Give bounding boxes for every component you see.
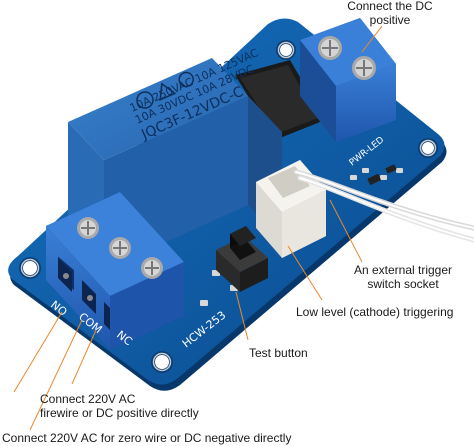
callout-lines — [13, 25, 383, 431]
annotation-trigger-socket-line-1: An external trigger — [353, 263, 453, 277]
annotation-test-button: Test button — [249, 346, 308, 360]
annotation-ac-firewire-line-1: Connect 220V AC — [40, 392, 136, 406]
annotation-trigger-socket-line-2: switch socket — [367, 277, 439, 291]
screw-icon — [109, 237, 131, 259]
screw-icon — [318, 36, 342, 60]
mounting-hole — [151, 351, 173, 373]
test-button — [216, 226, 268, 292]
ac-terminal-block — [46, 192, 184, 350]
mounting-hole — [19, 257, 41, 279]
annotation-low-level-trigger: Low level (cathode) triggering — [296, 305, 454, 319]
annotation-ac-firewire-line-2: firewire or DC positive directly — [40, 406, 199, 420]
mounting-hole — [276, 40, 296, 60]
screw-icon — [77, 217, 99, 239]
ic-chip — [235, 60, 325, 140]
trigger-socket — [256, 160, 326, 258]
annotation-ac-firewire: Connect 220V AC firewire or DC positive … — [40, 392, 199, 420]
screw-icon — [141, 257, 163, 279]
annotation-dc-positive-line-2: positive — [369, 13, 411, 27]
annotation-ac-zero-wire: Connect 220V AC for zero wire or DC nega… — [2, 431, 292, 445]
annotation-dc-positive: Connect the DC positive — [330, 0, 450, 27]
mounting-hole — [418, 138, 438, 158]
annotation-trigger-socket: An external trigger switch socket — [338, 263, 468, 291]
dc-terminal-block — [300, 18, 396, 142]
trigger-wires — [293, 169, 474, 243]
certification-icons — [136, 71, 194, 109]
annotation-dc-positive-line-1: Connect the DC — [347, 0, 433, 13]
screw-icon — [352, 56, 376, 80]
